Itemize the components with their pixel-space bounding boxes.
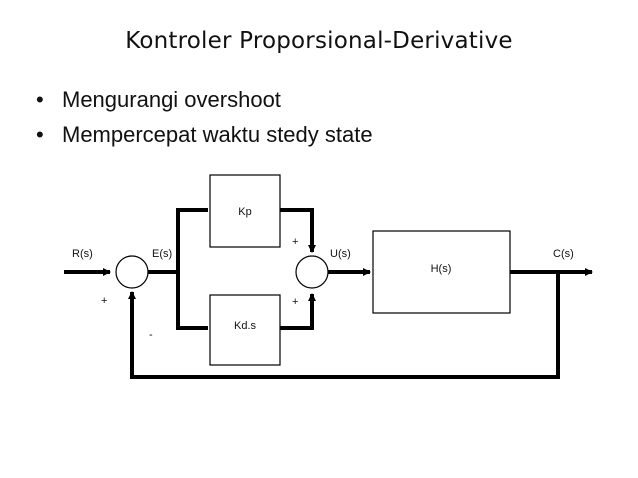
kd-output-line — [280, 293, 316, 330]
kd-block-label: Kd.s — [234, 320, 257, 332]
control-label: U(s) — [330, 248, 351, 260]
plant-block-label: H(s) — [431, 263, 452, 275]
sum2-bottom-sign: + — [292, 296, 298, 308]
sum1-feedback-sign: - — [149, 329, 153, 341]
bullet-item: • Mempercepat waktu stedy state — [34, 117, 373, 152]
bullet-item: • Mengurangi overshoot — [34, 82, 373, 117]
summing-junction-2 — [295, 255, 329, 289]
bullet-text: Mempercepat waktu stedy state — [62, 122, 373, 147]
slide-title: Kontroler Proporsional-Derivative — [125, 28, 513, 54]
bullet-icon: • — [36, 122, 44, 147]
kd-block — [209, 294, 281, 366]
sum2-top-sign: + — [292, 236, 298, 248]
feedback-line — [128, 272, 560, 379]
kp-output-line — [280, 208, 316, 253]
plant-block — [372, 230, 511, 314]
kp-block-label: Kp — [238, 206, 251, 218]
output-label: C(s) — [553, 248, 574, 260]
summing-junction-1 — [115, 255, 149, 289]
input-label: R(s) — [72, 248, 93, 260]
sum1-input-sign: + — [101, 295, 107, 307]
error-label: E(s) — [152, 248, 172, 260]
bullet-icon: • — [36, 87, 44, 112]
bullet-text: Mengurangi overshoot — [62, 87, 281, 112]
bullet-list: • Mengurangi overshoot • Mempercepat wak… — [34, 82, 373, 152]
